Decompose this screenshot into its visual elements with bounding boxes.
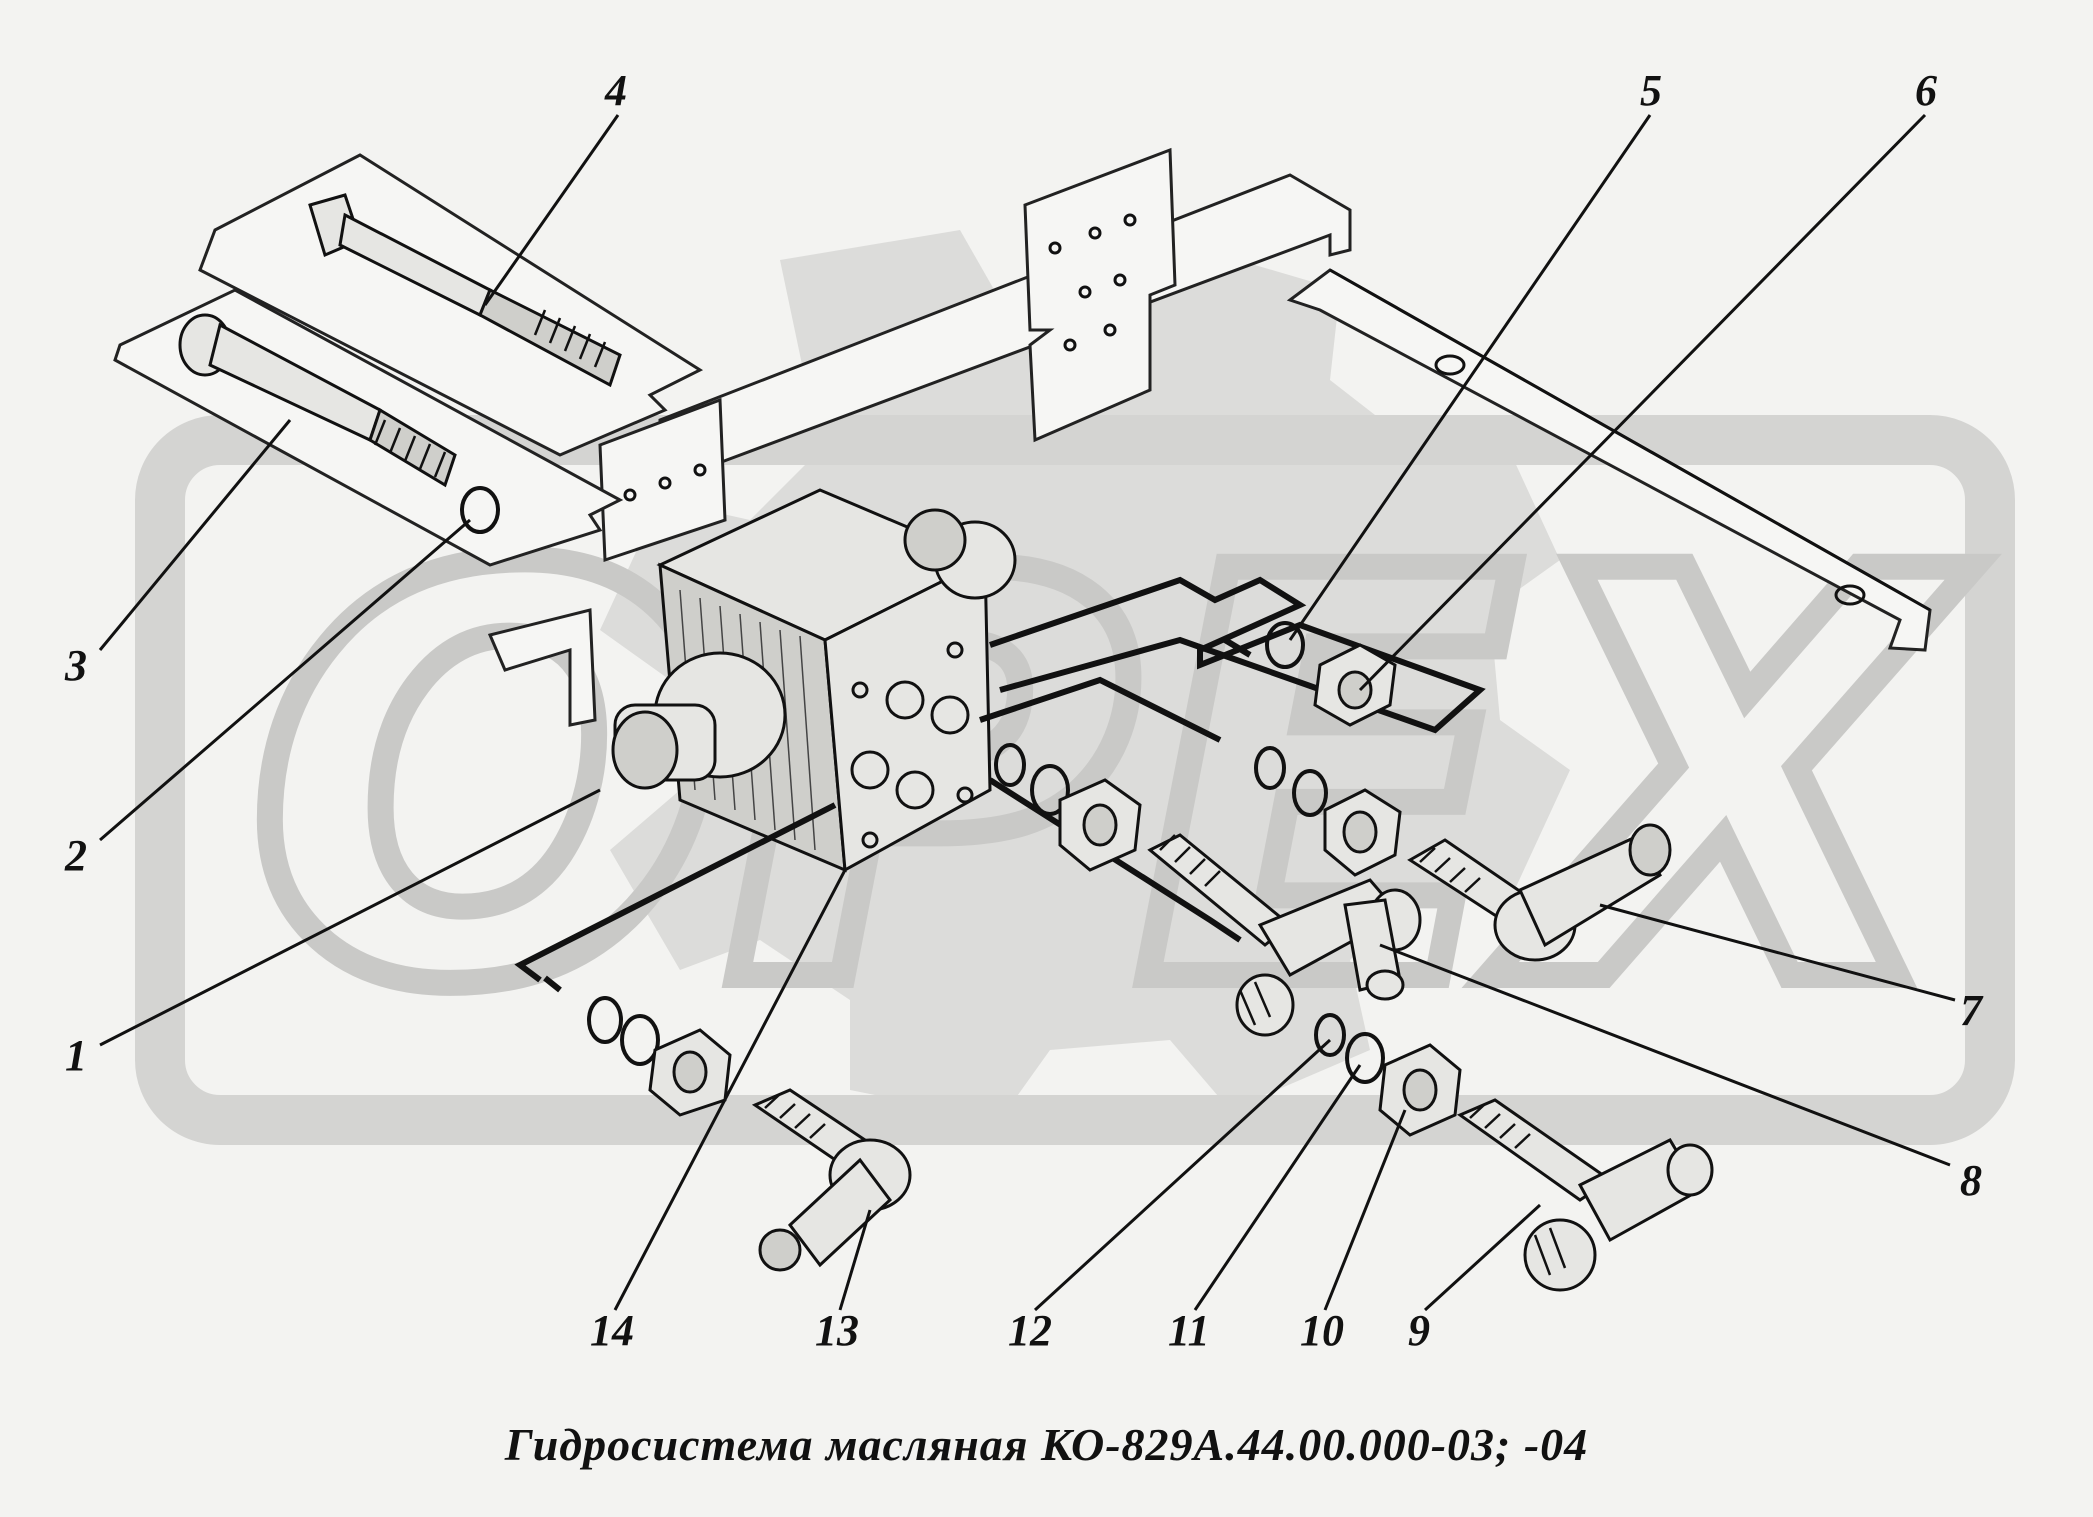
leader-7 (1599, 903, 1956, 1002)
leader-4 (483, 114, 620, 306)
callout-10: 10 (1300, 1306, 1344, 1355)
leader-13 (838, 1209, 872, 1311)
o-rings-right (994, 743, 1328, 817)
o-ring-12 (1314, 1013, 1346, 1057)
leader-14 (613, 869, 847, 1311)
nut-middle (1058, 778, 1402, 877)
leader-2 (99, 518, 471, 842)
mounting-bracket (487, 147, 1932, 727)
elbow-fitting-13 (751, 1088, 912, 1272)
watermark-logo-text: ОРЕХ (250, 456, 1974, 1108)
leader-9 (1423, 1203, 1542, 1312)
bolt-3 (113, 288, 624, 567)
callout-6: 6 (1915, 66, 1937, 115)
tee-fitting-8 (1147, 833, 1422, 1037)
leader-6 (1358, 113, 1927, 692)
leader-8 (1379, 943, 1951, 1167)
callout-2: 2 (64, 831, 87, 880)
callout-12: 12 (1008, 1306, 1052, 1355)
leader-3 (98, 419, 292, 651)
callout-3: 3 (64, 641, 87, 690)
elbow-fitting-7 (1407, 823, 1672, 962)
leader-lines (98, 113, 1956, 1312)
leader-5 (1288, 114, 1652, 641)
watermark: ОРЕХ (135, 230, 2015, 1145)
nut-left (648, 1028, 732, 1117)
nut-10 (1378, 1043, 1462, 1137)
bolt-4 (198, 153, 704, 457)
leader-10 (1323, 1109, 1407, 1311)
elbow-fitting-9 (1456, 1098, 1714, 1292)
o-ring-11 (1345, 1032, 1385, 1084)
callout-labels: 1 2 3 4 5 6 7 8 9 10 11 12 13 14 (64, 66, 1984, 1355)
leader-1 (99, 788, 601, 1047)
washer-5 (1265, 621, 1305, 669)
callout-1: 1 (65, 1031, 87, 1080)
callout-7: 7 (1960, 986, 1984, 1035)
diagram-title: Гидросистема масляная КО-829А.44.00.000-… (504, 1419, 1589, 1470)
watermark-frame (135, 415, 2015, 1145)
callout-4: 4 (604, 66, 627, 115)
callout-14: 14 (590, 1306, 634, 1355)
callout-8: 8 (1960, 1156, 1982, 1205)
valve-block (611, 488, 1017, 873)
nut-6 (1313, 643, 1397, 727)
callout-13: 13 (815, 1306, 859, 1355)
o-rings-left (587, 996, 660, 1066)
leader-11 (1193, 1064, 1362, 1311)
callout-9: 9 (1408, 1306, 1430, 1355)
leader-12 (1033, 1038, 1332, 1312)
callout-5: 5 (1640, 66, 1662, 115)
callout-11: 11 (1168, 1306, 1210, 1355)
